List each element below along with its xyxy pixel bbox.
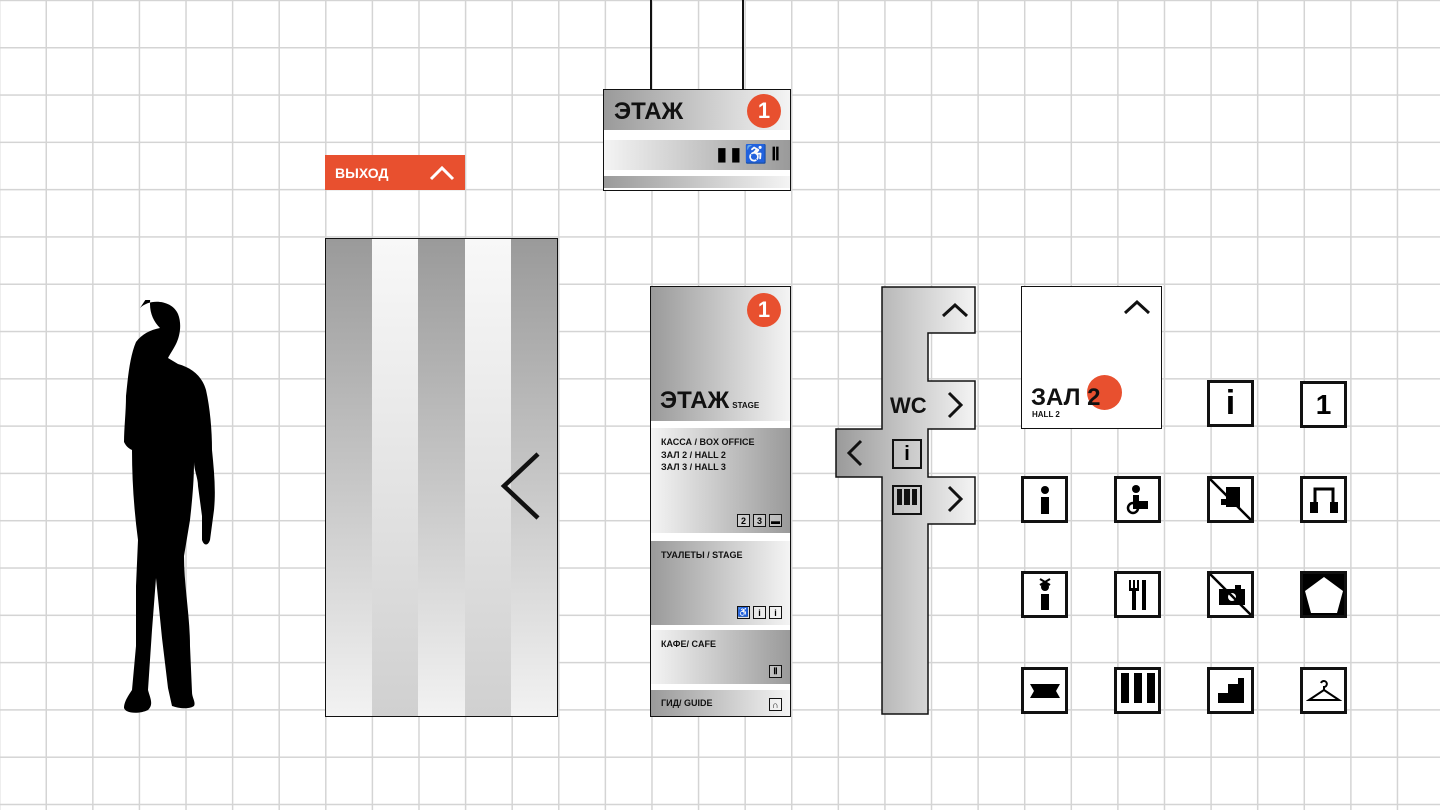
wc-label: WC [890,393,927,418]
piano-icon [1114,667,1161,714]
ticket-icon: ▬ [769,514,782,527]
ticket-icon [1021,667,1068,714]
piano-icon [892,485,922,515]
chevron-left-icon [847,439,863,467]
chevron-right-icon [947,391,963,419]
hanging-floor-sign: ЭТАЖ 1 ▮▮♿Ⅱ [603,89,791,191]
toilet-female-icon: i [769,606,782,619]
exit-door [325,238,558,717]
cutlery-icon: Ⅱ [771,144,780,164]
pentagon-icon [1300,571,1347,618]
directory-section: ГИД/ GUIDE ∩ [651,690,790,716]
wheelchair-icon [1114,476,1161,523]
no-photo-icon [1207,571,1254,618]
hall-title: ЗАЛ 2 [1031,384,1101,411]
stairs-icon [1207,667,1254,714]
floor-title: ЭТАЖ [614,98,684,125]
direction-column: WC i [835,286,977,716]
directory-section: КАФЕ/ CAFE Ⅱ [651,630,790,684]
person-silhouette [124,300,215,713]
headphones-icon: ∩ [769,698,782,711]
hall-3-badge: 3 [753,514,766,527]
floor-badge: 1 [747,94,781,128]
chevron-right-icon [947,485,963,513]
floor-number-icon: 1 [1300,381,1347,428]
toilet-female-icon [1021,571,1068,618]
toilet-male-icon: i [753,606,766,619]
headphones-icon [1300,476,1347,523]
floor-badge: 1 [747,293,781,327]
cutlery-icon [1114,571,1161,618]
pylon-title: ЭТАЖ [660,387,730,414]
cutlery-icon: Ⅱ [769,665,782,678]
toilet-female-icon: ▮ [730,144,741,164]
chevron-up-icon [941,302,969,318]
chevron-left-icon [500,452,540,520]
wheelchair-icon: ♿ [737,606,750,619]
info-icon: i [892,439,922,469]
hall-subtitle: HALL 2 [1032,410,1060,419]
chevron-up-icon [429,165,455,180]
toilet-male-icon [1021,476,1068,523]
exit-sign: ВЫХОД [325,155,465,190]
coat-hanger-icon [1300,667,1347,714]
toilet-male-icon: ▮ [716,144,727,164]
accent-dot [1087,375,1122,410]
chevron-up-icon [1123,299,1151,315]
exit-label: ВЫХОД [335,164,389,181]
hall-card: ЗАЛ 2 HALL 2 [1021,286,1162,429]
no-touch-icon [1207,476,1254,523]
wheelchair-icon: ♿ [744,144,768,164]
amenity-icons: ▮▮♿Ⅱ [717,144,780,165]
hall-2-badge: 2 [737,514,750,527]
info-icon: i [1207,380,1254,427]
pylon-subtitle: STAGE [732,401,760,410]
